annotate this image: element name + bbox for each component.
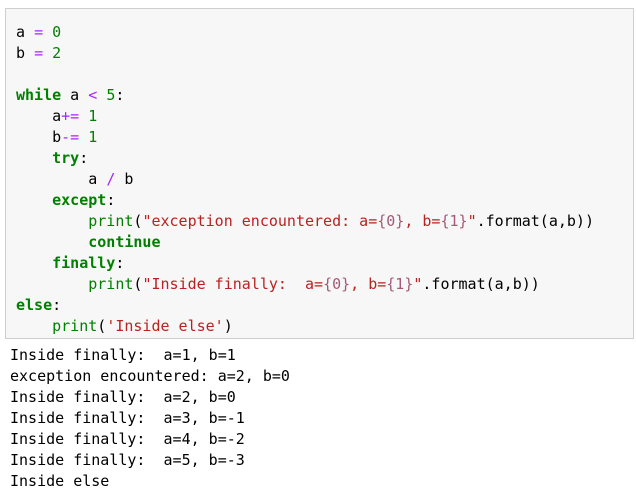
- code-token: [16, 275, 88, 293]
- code-token: b: [16, 128, 62, 146]
- code-token: {0}: [323, 275, 351, 293]
- code-line: [16, 64, 594, 85]
- code-line: b = 2: [16, 43, 594, 64]
- code-token: a: [16, 23, 35, 41]
- code-token: (: [133, 212, 143, 230]
- code-token: finally: [52, 254, 116, 272]
- code-token: :: [79, 149, 89, 167]
- output-line: Inside finally: a=3, b=-1: [10, 409, 245, 427]
- code-line: a+= 1: [16, 106, 594, 127]
- code-token: (: [97, 317, 107, 335]
- code-line: b-= 1: [16, 127, 594, 148]
- code-token: [16, 191, 52, 209]
- code-token: b: [16, 44, 35, 62]
- cell-output: Inside finally: a=1, b=1 exception encoun…: [10, 345, 290, 492]
- code-token: a: [16, 170, 107, 188]
- code-token: 'Inside else': [106, 317, 224, 335]
- code-line: while a < 5:: [16, 85, 594, 106]
- code-token: , b=: [404, 212, 441, 230]
- code-token: print: [88, 275, 134, 293]
- code-token: [79, 128, 88, 146]
- code-line: a / b: [16, 169, 594, 190]
- code-token: :: [52, 296, 62, 314]
- code-token: while: [16, 86, 62, 104]
- code-token: [97, 86, 106, 104]
- code-token: 1: [88, 128, 98, 146]
- code-token: [16, 254, 52, 272]
- code-token: 2: [52, 44, 62, 62]
- code-token: try: [52, 149, 80, 167]
- code-token: /: [106, 170, 116, 188]
- code-token: [16, 149, 52, 167]
- code-token: 0: [52, 23, 62, 41]
- code-token: :: [115, 254, 125, 272]
- code-token: ": [413, 275, 423, 293]
- code-token: :: [115, 86, 125, 104]
- code-line: continue: [16, 232, 594, 253]
- code-line: a = 0: [16, 22, 594, 43]
- code-token: [16, 212, 88, 230]
- code-line: finally:: [16, 253, 594, 274]
- code-token: =: [34, 23, 44, 41]
- code-line: else:: [16, 295, 594, 316]
- code-token: else: [16, 296, 53, 314]
- code-token: [43, 23, 52, 41]
- code-token: [79, 107, 88, 125]
- code-token: 1: [88, 107, 98, 125]
- output-line: Inside else: [10, 472, 110, 490]
- code-token: :: [106, 191, 116, 209]
- code-token: except: [52, 191, 107, 209]
- code-token: 5: [106, 86, 116, 104]
- output-line: Inside finally: a=4, b=-2: [10, 430, 245, 448]
- code-line: print('Inside else'): [16, 316, 594, 337]
- code-line: except:: [16, 190, 594, 211]
- code-token: continue: [88, 233, 161, 251]
- code-token: =: [34, 44, 44, 62]
- code-token: [16, 317, 52, 335]
- code-token: a: [61, 86, 89, 104]
- code-token: ": [467, 212, 477, 230]
- code-line: try:: [16, 148, 594, 169]
- code-token: print: [52, 317, 98, 335]
- output-line: Inside finally: a=2, b=0: [10, 388, 236, 406]
- code-token: {1}: [440, 212, 468, 230]
- output-line: Inside finally: a=1, b=1: [10, 346, 236, 364]
- code-token: b: [115, 170, 134, 188]
- code-token: (: [133, 275, 143, 293]
- output-line: Inside finally: a=5, b=-3: [10, 451, 245, 469]
- code-token: {0}: [377, 212, 405, 230]
- code-token: -=: [61, 128, 80, 146]
- code-token: .format(a,b)): [476, 212, 594, 230]
- output-line: exception encountered: a=2, b=0: [10, 367, 290, 385]
- code-token: [43, 44, 52, 62]
- code-token: "Inside finally: a=: [142, 275, 324, 293]
- code-token: , b=: [350, 275, 387, 293]
- code-token: +=: [61, 107, 80, 125]
- code-token: print: [88, 212, 134, 230]
- code-line: print("exception encountered: a={0}, b={…: [16, 211, 594, 232]
- code-token: {1}: [386, 275, 414, 293]
- code-token: <: [88, 86, 98, 104]
- code-token: ): [223, 317, 233, 335]
- code-token: a: [16, 107, 62, 125]
- code-token: [16, 233, 88, 251]
- code-token: .format(a,b)): [422, 275, 540, 293]
- code-token: "exception encountered: a=: [142, 212, 378, 230]
- code-line: print("Inside finally: a={0}, b={1}".for…: [16, 274, 594, 295]
